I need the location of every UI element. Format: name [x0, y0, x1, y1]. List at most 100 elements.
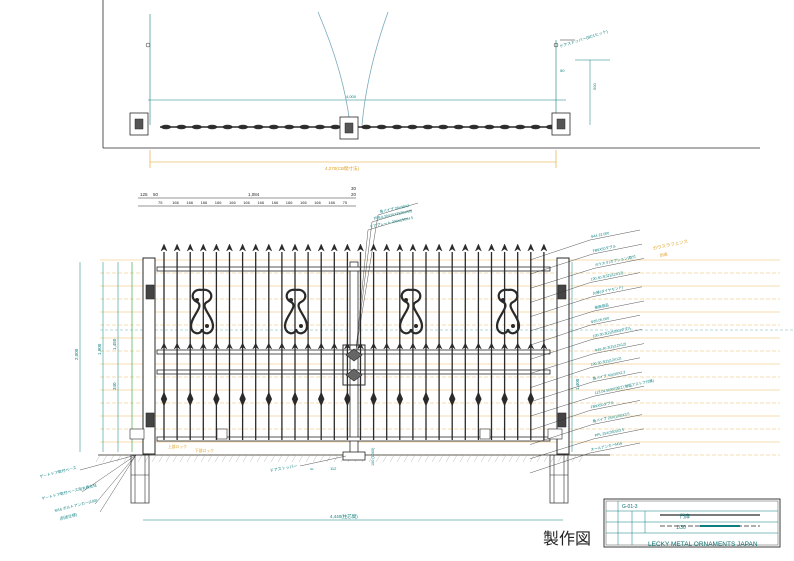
elev-ground-hatch: [494, 454, 500, 463]
callout-leader: [529, 424, 593, 445]
elev-ground-hatch: [326, 454, 332, 463]
callout-leader: [99, 454, 137, 513]
callout-right-label: 100.40.3(32)(12X12): [590, 271, 623, 282]
elev-spear-finial: [422, 243, 430, 252]
elev-scroll-ornament: [398, 288, 413, 335]
elev-scroll-curl: [414, 324, 418, 328]
elev-scroll-ornament: [495, 288, 510, 335]
elev-ground-hatch: [172, 454, 178, 463]
callout-leader: [355, 214, 379, 351]
elev-spear-finial: [278, 243, 286, 252]
elev-ground-hatch: [270, 454, 276, 463]
elev-ground-hatch: [438, 454, 444, 463]
elev-spear-finial: [527, 243, 535, 252]
elev-mid-finial: [304, 342, 312, 350]
callout-leader: [367, 217, 409, 231]
callout-leader: [81, 454, 137, 493]
elev-ground-hatch: [319, 454, 325, 463]
callout-leader: [355, 221, 373, 351]
elev-ground-hatch: [221, 454, 227, 463]
elev-ground-hatch: [116, 454, 122, 463]
callout-leader: [94, 454, 137, 505]
elev-diamond-ornament: [344, 391, 351, 407]
elev-ground-hatch: [235, 454, 241, 463]
elev-picket-spacing: 166: [300, 200, 307, 205]
elev-mid-finial: [370, 342, 378, 350]
callout-leader: [529, 325, 591, 346]
elev-height-sub-c: 340: [112, 382, 117, 390]
callout-left-label: M16 ボルトアンカー(100): [54, 497, 98, 513]
elev-ground-hatch: [144, 454, 150, 463]
elev-rail: [156, 266, 551, 272]
elev-ground-hatch: [102, 454, 108, 463]
elev-picket-spacing: 75: [343, 200, 348, 205]
callout-right-label: Φ35.05.000: [590, 316, 609, 324]
elev-ground-hatch: [256, 454, 262, 463]
elev-spear-finial: [186, 243, 194, 252]
elev-picket-spacing: 166: [201, 200, 208, 205]
elev-diamond-ornament: [265, 391, 273, 407]
elev-diamond-ornament: [396, 391, 404, 407]
elev-spear-finial: [409, 243, 417, 252]
elev-hinge: [145, 284, 155, 300]
callout-leader: [529, 353, 595, 374]
elev-top-dim: 30: [351, 186, 357, 191]
elev-base-note: GL: [310, 467, 314, 471]
elev-mid-finial: [409, 342, 417, 350]
elev-mid-finial: [186, 342, 194, 350]
elev-diamond-ornament: [527, 391, 535, 407]
elev-ground-hatch: [158, 454, 164, 463]
plan-post: [344, 122, 354, 134]
callout-leader: [529, 239, 591, 261]
elev-spear-finial: [461, 243, 469, 252]
elev-ground-hatch: [151, 454, 157, 463]
elev-spear-finial: [501, 243, 509, 252]
callout-left-label: (別途仕様): [59, 512, 78, 521]
callout-right-label: PPL 25X(360)X3.5: [594, 428, 624, 438]
title-block: [603, 498, 781, 548]
elev-ground-hatch: [487, 454, 493, 463]
callout-right-label: 113.04.5(000)加工(増幅アストフ付属): [594, 378, 654, 395]
callout-right-label: FB9X50ダブル: [592, 243, 617, 253]
elev-mid-finial: [474, 342, 482, 350]
drawing-caption: 製作図: [543, 531, 592, 548]
callout-leader: [593, 258, 645, 269]
elev-diamond-ornament: [448, 391, 456, 407]
elev-right-height: 1,400: [575, 378, 580, 390]
plan-small-dim-a: 50: [560, 68, 565, 73]
elev-scroll-curl: [205, 324, 209, 328]
title-block-company: LECKY METAL ORNAMENTS JAPAN: [648, 541, 758, 548]
elev-bottom-dim: 4,440(柱芯間): [330, 513, 358, 520]
elev-top-dim: 50: [153, 192, 159, 197]
elev-spear-finial: [226, 243, 233, 252]
callout-right-label: 丸棒(ダイヤモンド): [592, 284, 623, 295]
elev-diamond-ornament: [291, 391, 299, 407]
elev-ground-hatch: [375, 454, 381, 463]
elev-scroll-ornament: [189, 288, 204, 335]
elev-spear-finial: [435, 243, 443, 252]
callout-right-label: オールアンカーM16: [590, 440, 622, 452]
elev-ground-hatch: [480, 454, 486, 463]
elev-stopper: [216, 428, 228, 440]
elev-ground-hatch: [417, 454, 423, 463]
elev-mid-finial: [356, 342, 365, 350]
elev-mid-finial: [265, 342, 273, 350]
callout-leader: [593, 386, 645, 397]
elev-diamond-ornament: [186, 391, 194, 407]
orange-note: カウスラフェンス: [652, 238, 689, 252]
elev-mid-finial: [212, 342, 220, 350]
elev-spear-finial: [448, 243, 456, 252]
callout-leader: [593, 428, 645, 439]
callout-leader: [589, 442, 641, 454]
elev-diamond-ornament: [370, 391, 377, 407]
elev-scroll-ornament: [506, 288, 521, 335]
elev-spear-finial: [383, 243, 391, 252]
elev-center-base: [342, 451, 366, 461]
callout-bottom-label: ドアストッパー: [269, 463, 297, 473]
plan-marker: [145, 42, 151, 48]
elev-ground-hatch: [578, 454, 584, 463]
elev-picket-spacing: 166: [257, 200, 264, 205]
elev-spear-finial: [212, 243, 220, 252]
elev-scroll-ornament: [200, 288, 215, 335]
